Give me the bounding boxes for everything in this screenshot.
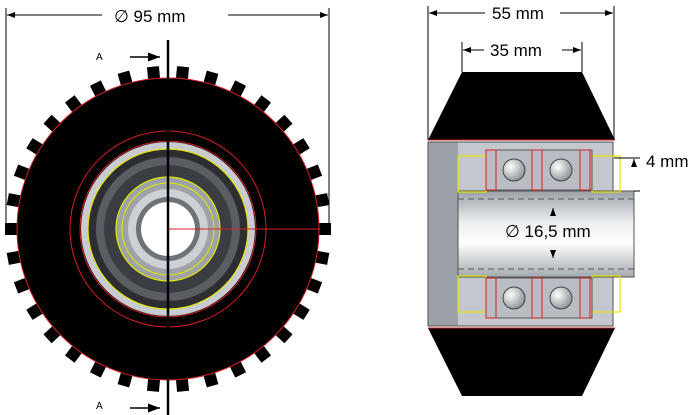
section-view: 55 mm 35 mm 4 mm ∅ 16,5 mm: [427, 4, 689, 396]
tread-tooth: [6, 250, 21, 265]
overall-width-label: 55 mm: [492, 4, 544, 23]
tread-tooth: [89, 361, 107, 378]
tread-tooth: [315, 250, 330, 265]
bearing-top-race-m: [531, 149, 543, 191]
inner-width-label: 35 mm: [490, 41, 542, 60]
tread-tooth: [117, 372, 133, 388]
tread-tooth: [229, 361, 247, 378]
tread-tooth: [175, 66, 190, 80]
outer-diameter-label: ∅ 95 mm: [114, 7, 186, 26]
bearing-top-race-l: [485, 149, 497, 191]
bearing-bottom-race-m: [531, 277, 543, 319]
section-label-top: A: [96, 52, 103, 63]
tread-tooth: [89, 80, 107, 97]
bore-diameter-label: ∅ 16,5 mm: [505, 222, 591, 241]
front-view: A A ∅ 95 mm: [5, 7, 331, 415]
tread-bottom: [428, 328, 615, 396]
shaft: [457, 190, 635, 278]
tread-tooth: [203, 70, 219, 86]
tread-tooth: [13, 164, 30, 181]
roller-teeth: [5, 66, 331, 392]
tread-tooth: [229, 80, 247, 97]
tread-tooth: [146, 378, 161, 392]
hub-shading: [428, 142, 458, 326]
ball-bottom-1: [502, 286, 526, 310]
ball-top-1: [502, 158, 526, 182]
bearing-bottom: [485, 277, 593, 319]
tread-tooth: [5, 223, 17, 235]
tread-tooth: [175, 378, 190, 392]
tread-tooth: [306, 277, 323, 294]
tread-tooth: [117, 70, 133, 86]
section-label-bottom: A: [96, 401, 103, 412]
tread-tooth: [146, 66, 161, 80]
tread-tooth: [6, 193, 21, 208]
tread-tooth: [315, 193, 330, 208]
tread-top: [428, 72, 615, 140]
tread-tooth: [319, 223, 331, 235]
ball-bottom-2: [549, 286, 573, 310]
tread-tooth: [306, 164, 323, 181]
tread-tooth: [203, 372, 219, 388]
bearing-bottom-race-l: [485, 277, 497, 319]
bearing-top-race-r: [579, 149, 591, 191]
offset-label: 4 mm: [646, 152, 689, 171]
tread-tooth: [13, 277, 30, 294]
bearing-bottom-race-r: [579, 277, 591, 319]
ball-top-2: [549, 158, 573, 182]
bearing-top: [485, 149, 593, 191]
